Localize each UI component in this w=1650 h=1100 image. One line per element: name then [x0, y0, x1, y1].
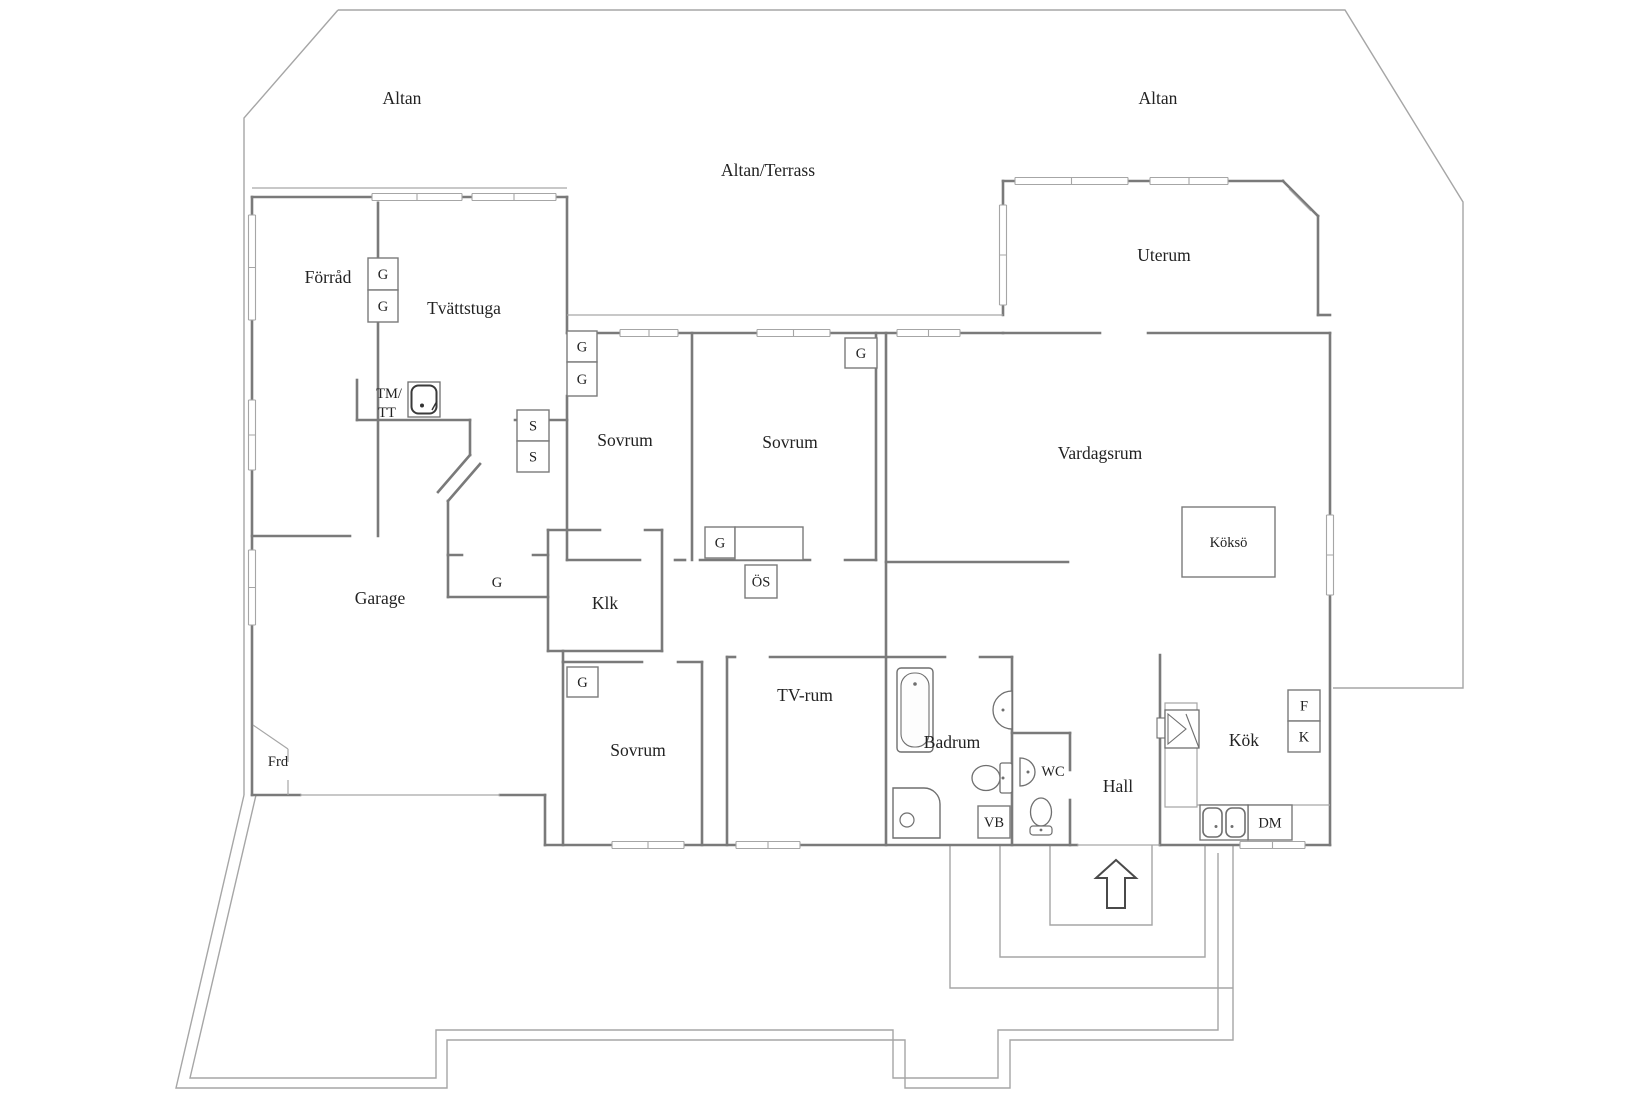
- box-g-sovrum3: G: [566, 666, 599, 698]
- box-recess-sovrum2: [734, 526, 804, 561]
- sink-wall-left-icon: [992, 690, 1013, 730]
- window-icon: [611, 840, 685, 850]
- box-g-sovrum1-2: G: [566, 361, 598, 397]
- window-icon: [247, 549, 257, 626]
- window-icon: [998, 204, 1008, 306]
- label-hall: Hall: [1103, 776, 1133, 796]
- sink-wall-right-icon: [1019, 757, 1036, 787]
- label-tmtt-line2: TT: [378, 405, 396, 421]
- label-sovrum-2: Sovrum: [762, 432, 818, 452]
- label-kok: Kök: [1229, 730, 1259, 750]
- box-label-g-sovrum2-ne: G: [856, 346, 867, 362]
- window-icon: [1014, 176, 1129, 186]
- label-tv-rum: TV-rum: [777, 685, 833, 705]
- label-altan-terrass: Altan/Terrass: [721, 160, 815, 180]
- label-wc: WC: [1041, 764, 1064, 780]
- bathtub-icon: [896, 667, 934, 753]
- box-g-sovrum2-sw: G: [704, 526, 736, 559]
- window-icon: [247, 214, 257, 321]
- label-uterum: Uterum: [1137, 245, 1191, 265]
- box-label-dm-box: DM: [1258, 816, 1281, 832]
- label-vardagsrum: Vardagsrum: [1058, 443, 1143, 463]
- window-icon: [735, 840, 801, 850]
- kitchen-sink-icon: [1199, 804, 1249, 841]
- window-symbols: [247, 176, 1335, 850]
- window-icon: [896, 328, 961, 338]
- window-icon: [371, 192, 463, 202]
- window-icon: [619, 328, 679, 338]
- box-label-g-tvatt-2: G: [378, 299, 389, 315]
- box-dm-box: DM: [1247, 804, 1293, 841]
- shower-icon: [892, 787, 941, 839]
- label-g-garage-room: G: [492, 575, 503, 591]
- box-g-sovrum1-1: G: [566, 330, 598, 363]
- box-label-koksoe: Köksö: [1210, 535, 1248, 551]
- label-sovrum-1: Sovrum: [597, 430, 653, 450]
- window-icon: [471, 192, 557, 202]
- label-frd: Frd: [268, 754, 289, 770]
- box-label-s-closet-2: S: [529, 450, 537, 466]
- entrance-arrow-icon: [1093, 858, 1139, 909]
- box-s-closet-1: S: [516, 409, 550, 442]
- box-label-s-closet-1: S: [529, 419, 537, 435]
- window-icon: [1149, 176, 1229, 186]
- label-badrum: Badrum: [924, 732, 981, 752]
- label-tmtt-line1: TM/: [376, 386, 403, 402]
- stove-icon: [1156, 709, 1200, 749]
- box-label-g-sovrum1-2: G: [577, 372, 588, 388]
- window-icon: [1325, 514, 1335, 596]
- box-os-box: ÖS: [744, 564, 778, 599]
- box-g-sovrum2-ne: G: [844, 337, 878, 369]
- box-label-f-box: F: [1300, 699, 1308, 715]
- toilet-v-icon: [1029, 797, 1053, 836]
- entrance-porch-lines: [949, 845, 1233, 989]
- box-f-box: F: [1287, 689, 1321, 722]
- label-klk: Klk: [592, 593, 619, 613]
- site-boundary-lines: [175, 9, 1464, 1089]
- laundry-sink-icon: [407, 381, 441, 418]
- label-garage: Garage: [355, 588, 406, 608]
- box-koksoe: Köksö: [1181, 506, 1276, 578]
- box-s-closet-2: S: [516, 440, 550, 473]
- box-label-os-box: ÖS: [752, 574, 771, 591]
- box-label-g-tvatt-1: G: [378, 267, 389, 283]
- label-sovrum-3: Sovrum: [610, 740, 666, 760]
- box-label-vb-box: VB: [984, 815, 1004, 831]
- window-icon: [247, 399, 257, 471]
- box-g-tvatt-1: G: [367, 257, 399, 291]
- box-label-g-sovrum3: G: [577, 675, 588, 691]
- threshold-and-counter-lines: [252, 187, 1330, 846]
- fixtures: [407, 381, 1249, 841]
- box-vb-box: VB: [977, 805, 1011, 839]
- window-icon: [756, 328, 831, 338]
- label-forrad: Förråd: [305, 267, 352, 287]
- label-altan-right: Altan: [1139, 88, 1178, 108]
- window-icon: [1239, 840, 1306, 850]
- label-altan-left: Altan: [383, 88, 422, 108]
- box-g-tvatt-2: G: [367, 289, 399, 323]
- toilet-h-icon: [971, 762, 1013, 794]
- box-k-box: K: [1287, 720, 1321, 753]
- box-label-k-box: K: [1299, 730, 1310, 746]
- box-label-g-sovrum2-sw: G: [715, 536, 726, 552]
- label-tvattstuga: Tvättstuga: [427, 298, 501, 318]
- box-label-g-sovrum1-1: G: [577, 340, 588, 356]
